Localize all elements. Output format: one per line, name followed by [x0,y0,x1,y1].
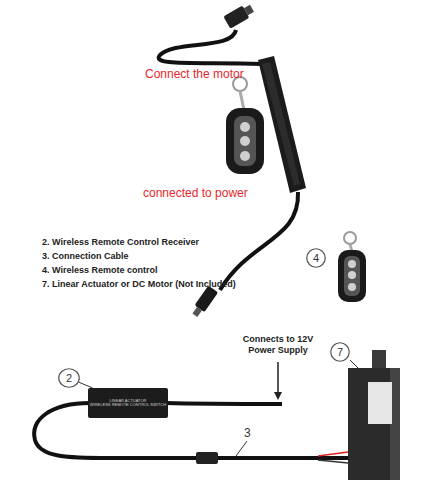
connector-note: Connect the motor [145,67,295,82]
connection-cable [218,456,348,460]
key-clasp [240,91,244,110]
callout-circle [331,343,350,362]
callout-number: 4 [306,248,326,268]
remote-body [338,250,366,302]
parts-list-item: 4. Wireless Remote control [42,265,302,276]
remote-button [240,136,250,146]
cable-connector [196,452,218,464]
callout-number: 3 [244,426,258,441]
power-arrow-head [274,392,282,400]
remote-button [348,260,356,268]
power-cable [220,192,298,290]
actuator-sticker [368,382,392,424]
power-arrow-line [277,362,279,393]
callout-number: 2 [58,368,80,388]
plug-tip [244,5,254,15]
parts-list-item: 3. Connection Cable [42,251,302,262]
remote-button [240,151,250,161]
plug-pin [192,307,202,317]
callout-number: 2 [66,372,72,384]
receiver-module-photo [258,56,306,193]
receiver-highlight [262,62,300,186]
callout-number: 7 [337,346,343,358]
callout-number: 7 [330,342,350,362]
parts-list-item: 7. Linear Actuator or DC Motor (Not Incl… [42,279,322,290]
remote-panel [344,256,360,296]
key-ring [344,232,356,244]
remote-body [226,108,264,174]
parts-list-item: 2. Wireless Remote Control Receiver [42,237,302,248]
callout-circle [307,249,326,268]
remote-button [348,271,356,279]
leader-line [236,441,247,456]
callout-circle [59,369,80,388]
actuator-rod [372,350,386,370]
callout-number: 4 [313,252,319,264]
black-wire [318,460,348,463]
remote-button [240,122,250,132]
device-label-text: WIRELESS REMOTE CONTROL SWITCH [90,403,166,407]
receiver-box: LINEAR ACTUATORWIRELESS REMOTE CONTROL S… [88,388,168,418]
red-wire [318,452,348,456]
remote-button [348,283,356,291]
power-wire [166,403,282,404]
power-note: Connects to 12V Power Supply [234,334,322,357]
power-plug [190,286,218,319]
motor-plug [223,2,255,29]
motor-cable [159,30,262,64]
connector-note: connected to power [143,186,293,201]
remote-panel [234,116,256,166]
